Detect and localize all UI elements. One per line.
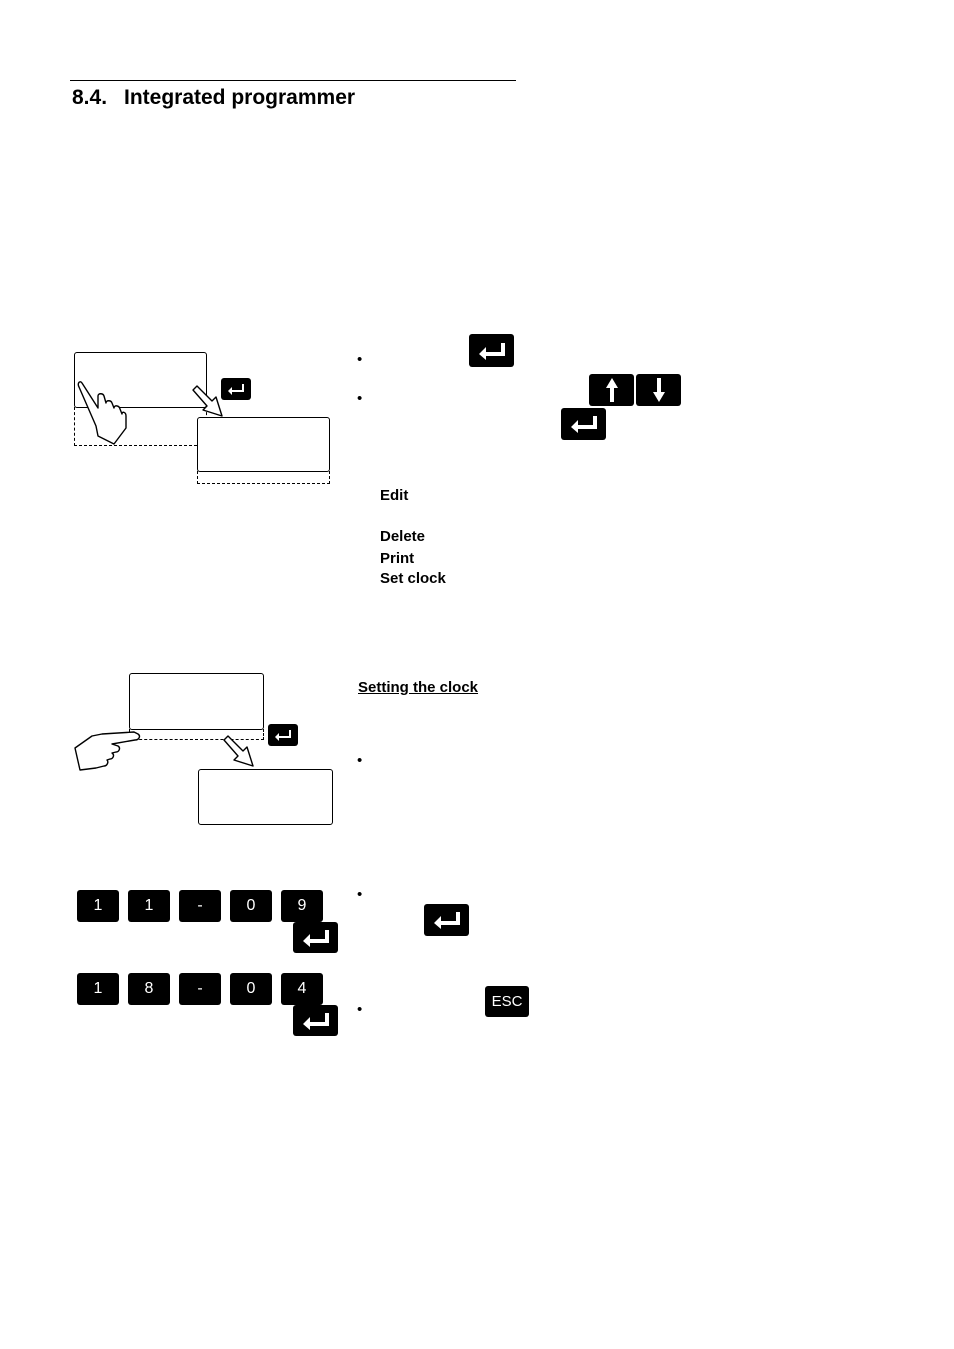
display-panel-clock-menu: [129, 673, 264, 730]
header-rule: [70, 80, 516, 81]
key-time-5: 4: [281, 973, 323, 1005]
enter-key-icon: [433, 912, 460, 929]
enter-key-icon: [228, 384, 244, 395]
enter-key-icon: [478, 342, 505, 360]
enter-key-icon: [302, 1012, 329, 1030]
bullet-5: •: [357, 1001, 363, 1018]
section-title: 8.4. Integrated programmer: [72, 86, 355, 110]
pointing-hand-icon: [77, 381, 127, 445]
key-date-3: -: [179, 890, 221, 922]
submenu-dashed-extension: [197, 471, 330, 484]
outline-arrow-icon: [223, 735, 254, 767]
arrow-up-icon: [605, 378, 618, 402]
key-time-1: 1: [77, 973, 119, 1005]
key-time-2: 8: [128, 973, 170, 1005]
enter-key-date: [293, 922, 338, 953]
arrow-down-key: [636, 374, 681, 406]
bullet-3: •: [357, 752, 363, 769]
enter-key-time: [293, 1005, 338, 1036]
key-date-5: 9: [281, 890, 323, 922]
arrow-down-icon: [652, 378, 665, 402]
arrow-up-key: [589, 374, 634, 406]
key-date-4: 0: [230, 890, 272, 922]
bullet-4: •: [357, 886, 363, 903]
menu-item-edit: Edit: [380, 487, 409, 504]
display-panel-submenu: [197, 417, 330, 472]
diagram-menu-navigation: [70, 348, 340, 493]
menu-item-delete: Delete: [380, 528, 426, 545]
enter-key-icon: [275, 730, 291, 741]
enter-key-inline-3: [424, 904, 469, 936]
enter-key-icon: [570, 416, 597, 433]
outline-arrow-icon: [192, 385, 223, 417]
section-number: 8.4.: [72, 86, 108, 109]
enter-key-icon: [302, 929, 329, 947]
key-time-3: -: [179, 973, 221, 1005]
key-date-1: 1: [77, 890, 119, 922]
display-panel-main: [74, 352, 207, 408]
enter-key-small-2: [268, 724, 298, 746]
section-title-text: Integrated programmer: [124, 86, 356, 109]
key-date-2: 1: [128, 890, 170, 922]
setting-clock-heading: Setting the clock: [358, 679, 479, 696]
enter-key-inline-2: [561, 408, 606, 440]
diagram-set-clock: [70, 668, 340, 828]
esc-key: ESC: [485, 986, 529, 1017]
bullet-1: •: [357, 351, 363, 368]
pointing-hand-icon: [74, 731, 141, 771]
bullet-2: •: [357, 390, 363, 407]
display-panel-clock-edit: [198, 769, 333, 825]
key-time-4: 0: [230, 973, 272, 1005]
enter-key-inline-1: [469, 334, 514, 367]
menu-item-set-clock: Set clock: [380, 570, 446, 587]
enter-key-small: [221, 378, 251, 400]
menu-item-print: Print: [380, 550, 415, 567]
